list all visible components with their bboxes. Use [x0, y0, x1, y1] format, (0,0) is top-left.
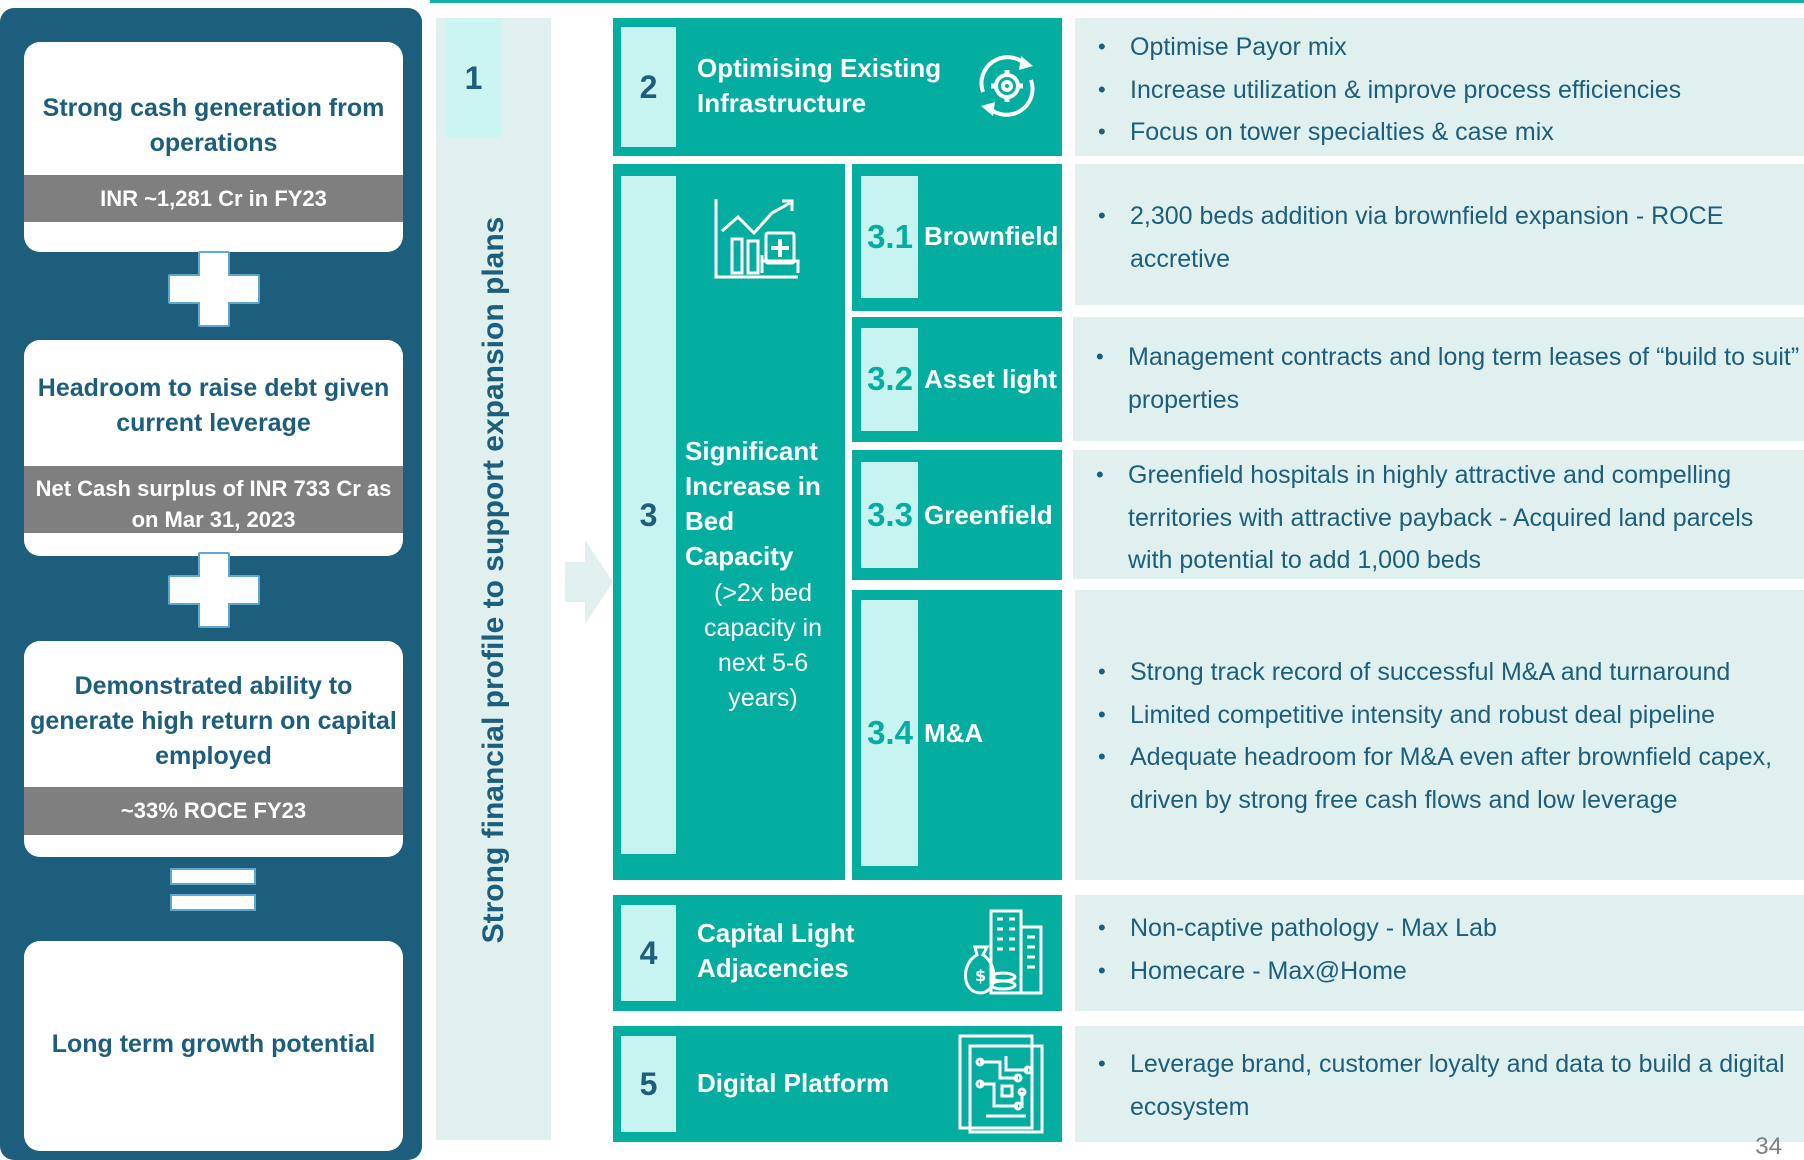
sub-number-box: 3.2 — [861, 328, 918, 431]
plus-icon-fill — [170, 577, 258, 603]
card-title: Headroom to raise debt given current lev… — [37, 374, 390, 437]
bullet-item: Homecare - Max@Home — [1075, 950, 1804, 993]
sub-number: 3.3 — [867, 496, 913, 533]
sub-label: Asset light — [924, 364, 1057, 394]
description-greenfield: Greenfield hospitals in highly attractiv… — [1073, 450, 1804, 579]
vertical-heading-text: Strong financial profile to support expa… — [477, 216, 510, 944]
card-metric-band: Net Cash surplus of INR 733 Cr as on Mar… — [24, 466, 403, 533]
block-number: 3 — [621, 176, 676, 854]
description-digital-platform: Leverage brand, customer loyalty and dat… — [1075, 1026, 1804, 1142]
sub-label: M&A — [924, 718, 984, 748]
block-bed-capacity: 3 Significant Increase in Bed Capacity (… — [613, 164, 845, 880]
description-asset-light: Management contracts and long term lease… — [1073, 317, 1804, 441]
middle-strip — [436, 18, 551, 1140]
sub-number: 3.1 — [867, 218, 913, 255]
sub-number: 3.4 — [867, 714, 913, 751]
sub-number-box: 3.3 — [861, 462, 918, 568]
hospital-growth-icon — [714, 199, 800, 279]
description-optimising: Optimise Payor mix Increase utilization … — [1075, 18, 1804, 156]
bullet-item: Management contracts and long term lease… — [1073, 336, 1804, 421]
card-title: Strong cash generation from operations — [42, 94, 385, 157]
equals-icon-top — [170, 868, 256, 885]
bullet-item: Non-captive pathology - Max Lab — [1075, 907, 1804, 950]
block-number: 2 — [621, 27, 676, 147]
circuit-board-icon — [958, 1034, 1044, 1134]
description-capital-light: Non-captive pathology - Max Lab Homecare… — [1075, 895, 1804, 1011]
page-number: 34 — [1755, 1133, 1782, 1160]
growth-potential-card: Long term growth potential — [24, 941, 403, 1151]
sub-number-box: 3.1 — [861, 176, 918, 298]
equals-icon-bottom — [170, 894, 256, 911]
card-metric-band: ~33% ROCE FY23 — [24, 787, 403, 835]
bullet-item: Optimise Payor mix — [1075, 26, 1804, 69]
bullet-item: Adequate headroom for M&A even after bro… — [1075, 736, 1804, 821]
sub-number-box: 3.4 — [861, 600, 918, 866]
cash-generation-card: Strong cash generation from operations I… — [24, 42, 403, 252]
bullet-item: Strong track record of successful M&A an… — [1075, 651, 1804, 694]
block-digital-platform: 5 Digital Platform — [613, 1026, 1062, 1142]
block-optimising-infrastructure: 2 Optimising Existing Infrastructure — [613, 18, 1062, 156]
money-bag-building-icon: $ — [964, 909, 1043, 995]
bullet-item: Leverage brand, customer loyalty and dat… — [1075, 1043, 1804, 1128]
roce-card: Demonstrated ability to generate high re… — [24, 641, 403, 857]
bullet-item: Greenfield hospitals in highly attractiv… — [1073, 454, 1804, 582]
step-number-1: 1 — [446, 18, 501, 138]
sub-label: Greenfield — [924, 500, 1053, 530]
bullet-item: Limited competitive intensity and robust… — [1075, 694, 1804, 737]
debt-headroom-card: Headroom to raise debt given current lev… — [24, 340, 403, 556]
svg-text:$: $ — [975, 966, 986, 985]
top-accent-line — [430, 0, 1804, 3]
sub-number: 3.2 — [867, 360, 913, 397]
description-ma: Strong track record of successful M&A an… — [1075, 590, 1804, 880]
right-arrow-icon — [565, 540, 613, 624]
block-label: Optimising Existing Infrastructure — [697, 53, 942, 118]
block-number: 5 — [621, 1036, 676, 1132]
bullet-item: Increase utilization & improve process e… — [1075, 69, 1804, 112]
block-label: Digital Platform — [697, 1068, 890, 1098]
card-title: Demonstrated ability to generate high re… — [30, 672, 397, 770]
bullet-item: Focus on tower specialties & case mix — [1075, 111, 1804, 154]
sub-label: Brownfield — [924, 221, 1059, 251]
block-number: 4 — [621, 905, 676, 1001]
block-label: Significant Increase in Bed Capacity — [685, 436, 821, 571]
left-panel: Strong cash generation from operations I… — [0, 8, 422, 1160]
card-metric-band: INR ~1,281 Cr in FY23 — [24, 175, 403, 222]
plus-icon-fill — [170, 276, 258, 302]
block-capital-light: 4 Capital Light Adjacencies $ — [613, 895, 1062, 1011]
gear-refresh-icon — [979, 55, 1035, 117]
block-note: (>2x bed capacity in next 5-6 years) — [703, 579, 823, 712]
bullet-item: 2,300 beds addition via brownfield expan… — [1075, 195, 1804, 280]
description-brownfield: 2,300 beds addition via brownfield expan… — [1075, 164, 1804, 305]
card-title: Long term growth potential — [51, 1030, 376, 1058]
block-label: Capital Light Adjacencies — [697, 918, 855, 983]
